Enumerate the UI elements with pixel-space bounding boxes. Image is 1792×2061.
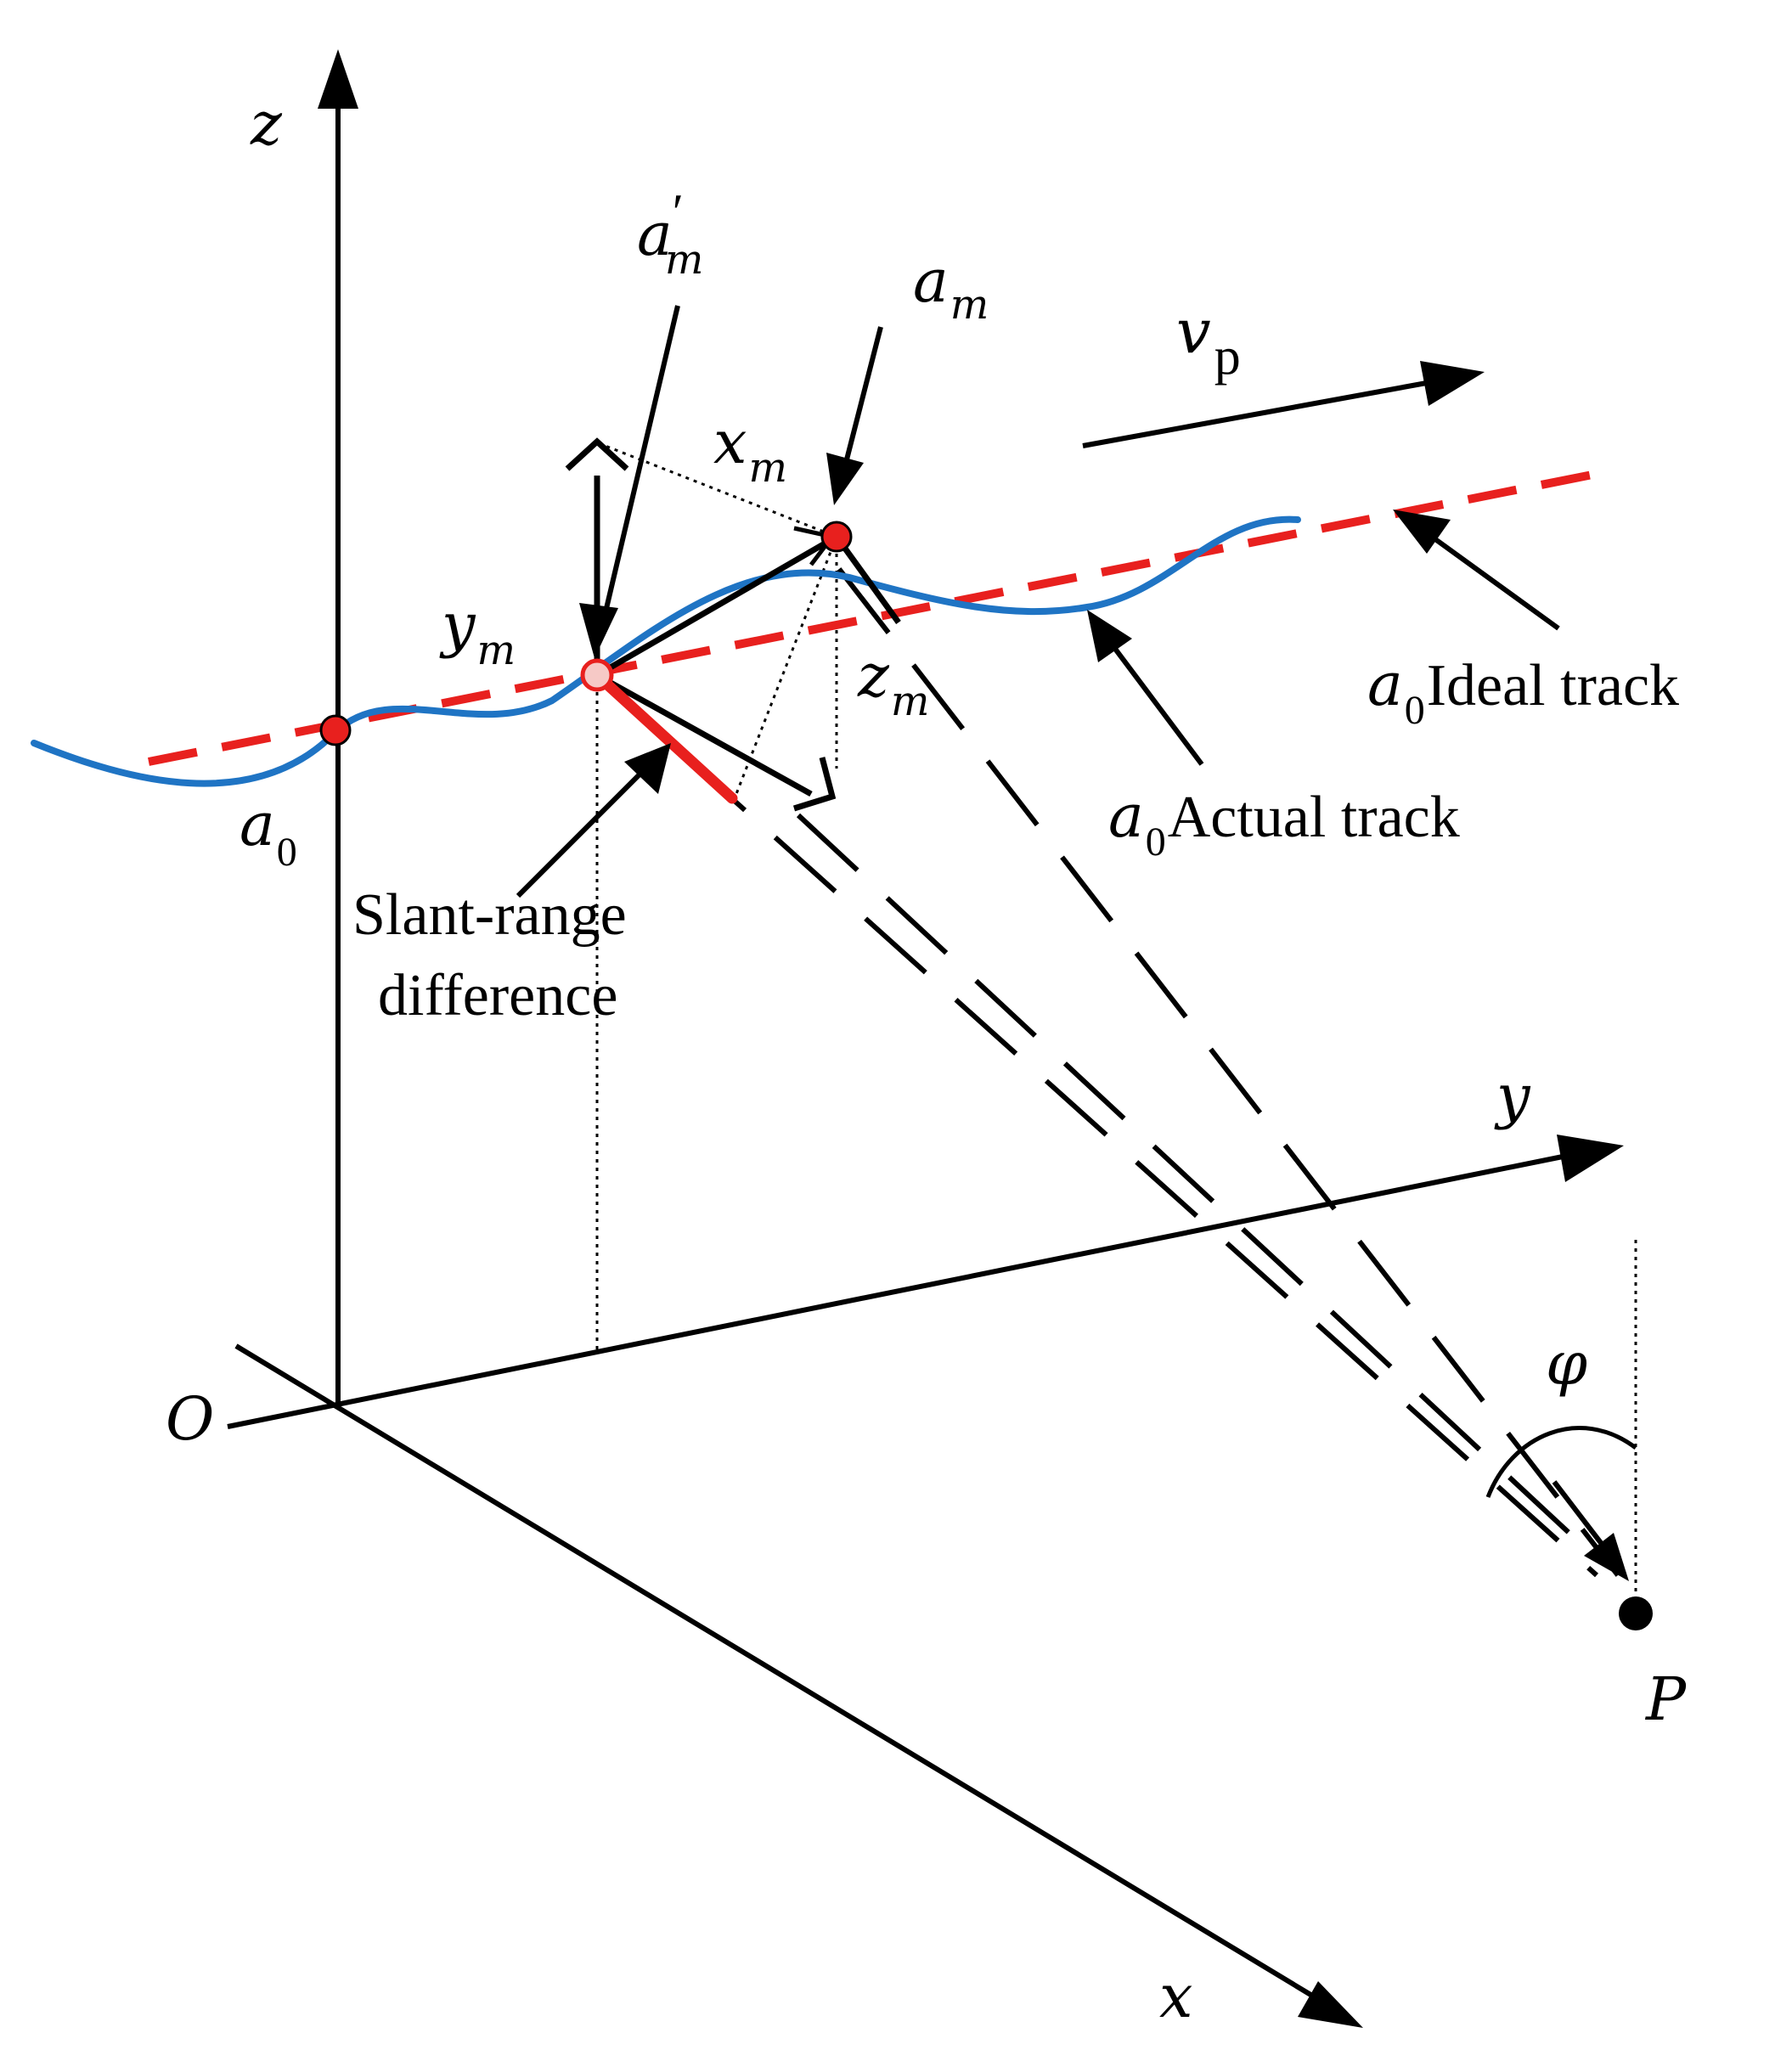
pointer-arrows bbox=[516, 305, 1612, 1556]
p-pointer-head bbox=[1584, 1533, 1629, 1581]
am-label: am bbox=[913, 246, 989, 329]
slant-range-difference-segment bbox=[591, 669, 738, 804]
zm-label: zm bbox=[857, 641, 929, 725]
up-vector-arrowhead bbox=[565, 437, 629, 471]
slant-range-label-line1: Slant-range bbox=[352, 882, 627, 948]
actual-track-label: a0Actual track bbox=[1108, 781, 1460, 864]
am-down-leg-1 bbox=[834, 534, 901, 625]
z-axis-label: z bbox=[250, 89, 283, 159]
los-slant-end bbox=[796, 813, 1603, 1565]
p-pointer bbox=[1552, 1480, 1612, 1556]
ideal-track-line bbox=[148, 470, 1598, 766]
xm-label: xm bbox=[713, 408, 787, 492]
x-axis-label: x bbox=[1159, 1962, 1192, 2031]
slant-range-pointer-head bbox=[624, 743, 671, 794]
los-from-am-prime bbox=[592, 673, 1599, 1578]
point-p-marker bbox=[1619, 1596, 1653, 1630]
actual-track-curve bbox=[31, 515, 1301, 787]
phi-label: φ bbox=[1546, 1329, 1587, 1399]
am-pointer bbox=[843, 326, 883, 464]
am-prime-pointer-head bbox=[579, 603, 618, 658]
labels: z y x O P φ vp a0 am a′m xm ym bbox=[166, 89, 1688, 2031]
frame-to-am bbox=[595, 533, 838, 679]
slant-vector-arrowhead bbox=[792, 757, 837, 812]
velocity-arrow bbox=[1082, 380, 1432, 448]
origin-label: O bbox=[166, 1384, 214, 1454]
y-axis-label: y bbox=[1494, 1061, 1531, 1131]
am-pointer-head bbox=[826, 453, 864, 505]
y-axis-arrowhead bbox=[1557, 1135, 1624, 1182]
a0-marker bbox=[319, 714, 352, 746]
phi-angle-arc bbox=[1485, 1426, 1637, 1498]
am-prime-label: a′m bbox=[637, 184, 703, 284]
ideal-track-pointer bbox=[1434, 537, 1560, 631]
y-axis-line bbox=[227, 1154, 1564, 1429]
axes bbox=[227, 49, 1624, 2028]
am-to-up-arrow bbox=[598, 442, 837, 538]
actual-track-pointer bbox=[1110, 644, 1204, 766]
slant-range-pointer bbox=[516, 770, 644, 898]
slant-vector bbox=[595, 672, 813, 797]
am-marker bbox=[820, 521, 853, 553]
actual-track-pointer-head bbox=[1087, 610, 1132, 662]
construction-dotted bbox=[595, 442, 1637, 1613]
ideal-track-pointer-head bbox=[1393, 510, 1451, 554]
velocity-arrowhead bbox=[1420, 361, 1485, 406]
slant-range-label-line2: difference bbox=[378, 963, 617, 1028]
velocity-label: vp bbox=[1176, 296, 1241, 386]
x-axis-line bbox=[234, 1343, 1314, 1998]
pointer-arrowheads bbox=[579, 361, 1629, 1581]
ideal-track-label: a0Ideal track bbox=[1367, 650, 1679, 733]
los-from-am bbox=[837, 567, 1620, 1577]
z-axis-arrowhead bbox=[318, 49, 358, 109]
x-axis-arrowhead bbox=[1298, 1981, 1363, 2028]
line-of-sight-dashes bbox=[592, 567, 1620, 1578]
a0-label: a0 bbox=[239, 790, 297, 875]
ym-label: ym bbox=[439, 590, 516, 674]
am-prime-pointer bbox=[602, 305, 680, 617]
point-p-label: P bbox=[1644, 1664, 1688, 1734]
am-prime-marker bbox=[580, 658, 614, 692]
